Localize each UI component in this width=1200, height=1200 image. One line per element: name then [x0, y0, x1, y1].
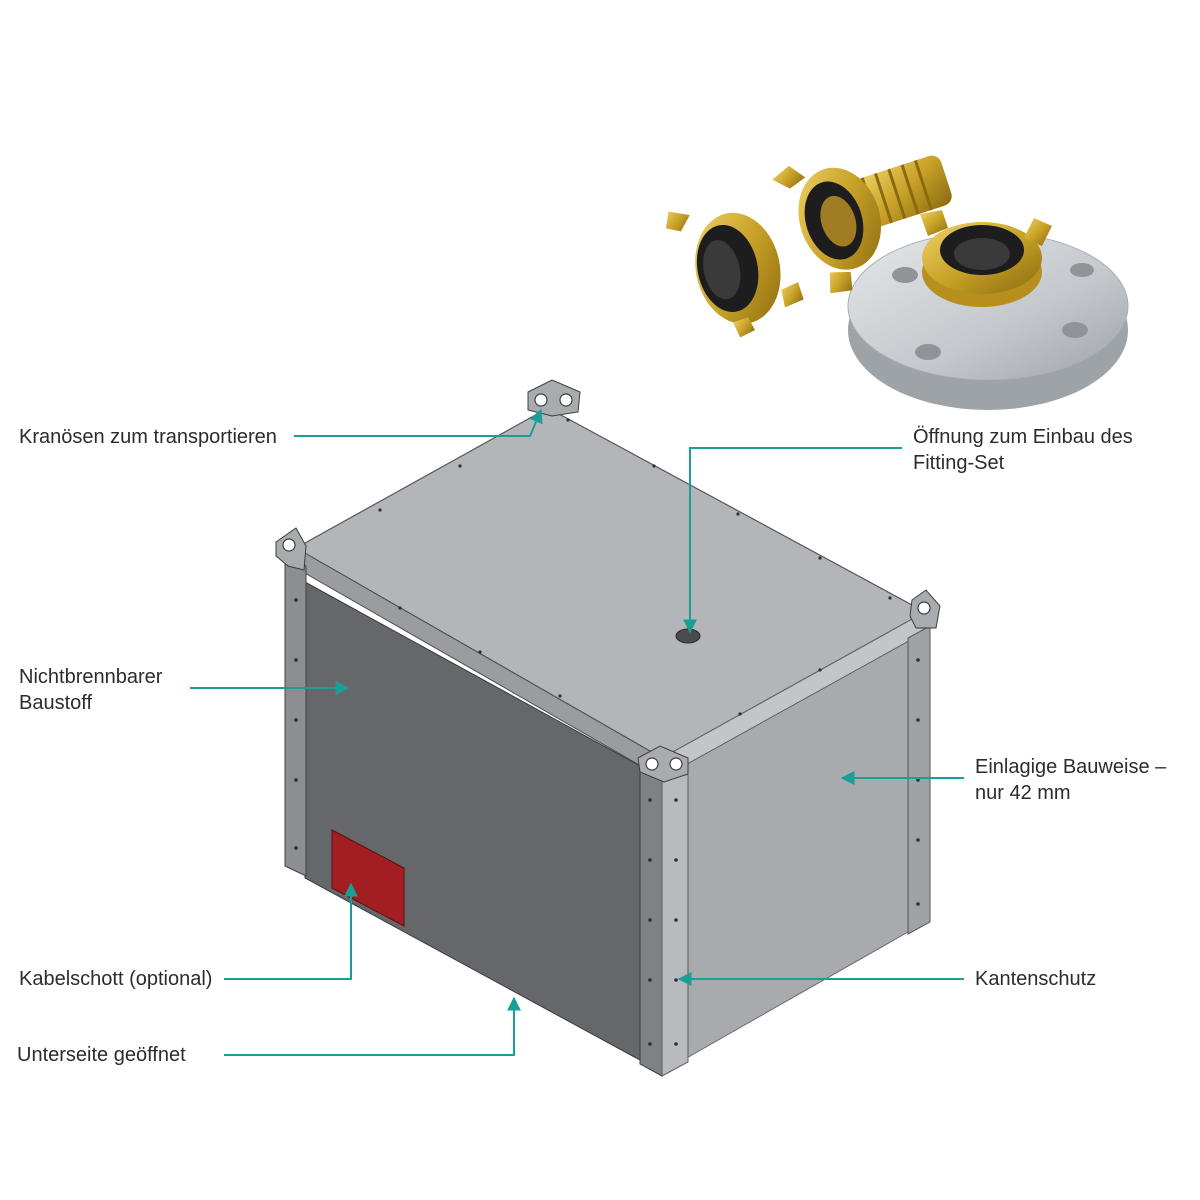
- edge-rail-front: [639, 767, 663, 1077]
- leader-bottom-open: [224, 996, 521, 1056]
- crane-eye-left: [275, 527, 307, 571]
- rivets: [294, 418, 920, 1046]
- label-material-line1: Nichtbrennbarer: [19, 666, 163, 688]
- label-single-layer-line2: nur 42 mm: [975, 782, 1071, 804]
- edge-rail-left: [284, 554, 307, 877]
- cable-bulkhead-panel: [331, 829, 405, 927]
- enclosure-box-illustration: [275, 379, 941, 1077]
- fitting-set-illustration: [665, 155, 1129, 410]
- fitting-opening: [675, 628, 701, 644]
- label-crane-eyes: Kranösen zum transportieren: [19, 426, 277, 448]
- label-single-layer: Einlagige Bauweise – nur 42 mm: [975, 754, 1166, 806]
- crane-eye-right: [909, 589, 941, 629]
- label-bottom-open: Unterseite geöffnet: [17, 1044, 186, 1066]
- crane-eye-top: [527, 379, 581, 417]
- label-opening-line1: Öffnung zum Einbau des: [913, 426, 1133, 448]
- label-opening-line2: Fitting-Set: [913, 452, 1005, 474]
- label-cable-bulkhead: Kabelschott (optional): [19, 968, 213, 990]
- leader-crane-eyes: [294, 408, 543, 437]
- leader-opening: [683, 447, 902, 634]
- leader-lines: [190, 408, 964, 1056]
- label-opening: Öffnung zum Einbau des Fitting-Set: [913, 424, 1133, 476]
- claw-coupling-image: [665, 211, 804, 338]
- label-material: Nichtbrennbarer Baustoff: [19, 664, 162, 716]
- flange-image: [847, 210, 1129, 410]
- leader-cable-bulkhead: [224, 882, 358, 980]
- label-edge-protection: Kantenschutz: [975, 968, 1097, 990]
- hose-coupling-image: [772, 155, 952, 294]
- crane-eye-front: [637, 745, 689, 783]
- label-material-line2: Baustoff: [19, 692, 93, 714]
- label-single-layer-line1: Einlagige Bauweise –: [975, 756, 1167, 778]
